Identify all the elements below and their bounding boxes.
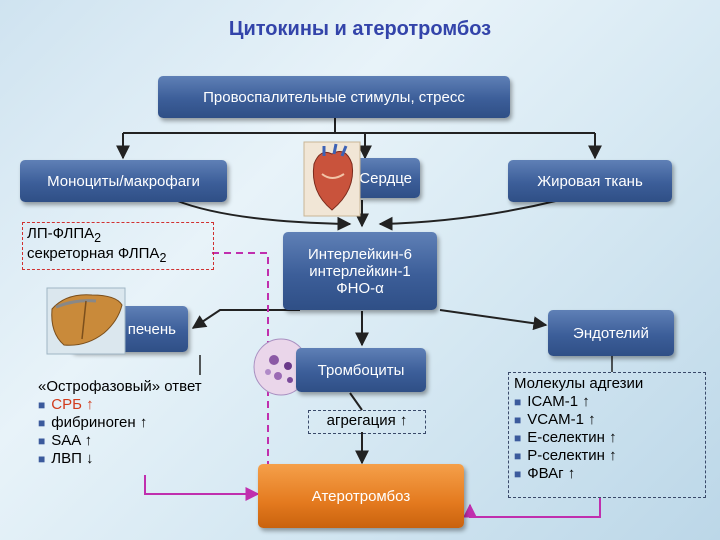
square-bullet-icon: ■ [38,434,46,448]
heart-illustration-icon [303,141,361,217]
lp-flpa-line2: секреторная ФЛПА2 [27,245,167,265]
adhesion-block: Молекулы адгезии ■ICAM-1 ↑ ■VCAM-1 ↑ ■E-… [514,375,643,483]
square-bullet-icon: ■ [38,416,46,430]
aggregation-label: агрегация ↑ [326,412,408,429]
liver-label: печень [127,320,176,338]
line-acute-atherothrombosis [144,475,260,501]
square-bullet-icon: ■ [514,449,522,463]
cytokine-tnf: ФНО-α [336,279,384,297]
acute-item-hdl: ■ЛВП ↓ [38,450,94,467]
monocytes-label: Моноциты/макрофаги [47,172,200,190]
adhesion-box [508,372,706,498]
adhesion-heading: Молекулы адгезии [514,375,644,392]
endothelium-label: Эндотелий [573,324,649,342]
acute-phase-heading: «Острофазовый» ответ [38,378,202,395]
cytokine-il6: Интерлейкин-6 [308,245,412,263]
adhesion-item-p-selectin: ■P-селектин ↑ [514,447,617,464]
square-bullet-icon: ■ [514,431,522,445]
curve-monocytes-cytokines [174,199,352,231]
monocytes-box: Моноциты/макрофаги [20,160,227,202]
adhesion-item-icam: ■ICAM-1 ↑ [514,393,590,410]
platelets-label: Тромбоциты [317,361,405,379]
adhesion-item-vwf: ■ФВАг ↑ [514,465,576,482]
line-adhesion-atherothrombosis [463,497,601,518]
square-bullet-icon: ■ [38,398,46,412]
liver-illustration-icon [46,287,126,355]
atherothrombosis-label: Атеротромбоз [311,487,411,505]
cytokine-il1: интерлейкин-1 [309,262,411,280]
cytokines-box: Интерлейкин-6 интерлейкин-1 ФНО-α [283,232,437,310]
line-cytokines-endothelium [439,309,548,331]
acute-item-saa: ■SAA ↑ [38,432,93,449]
lp-flpa-line1: ЛП-ФЛПА2 [27,225,102,245]
line-platelets-aggregation [349,392,363,411]
aggregation-box [308,410,426,434]
acute-item-fibrinogen: ■фибриноген ↑ [38,414,148,431]
line-cytokines-liver [191,309,300,329]
platelets-box: Тромбоциты [296,348,426,392]
stimuli-box: Провоспалительные стимулы, стресс [158,76,510,118]
adhesion-item-e-selectin: ■E-селектин ↑ [514,429,617,446]
square-bullet-icon: ■ [514,467,522,481]
adhesion-item-vcam: ■VCAM-1 ↑ [514,411,596,428]
square-bullet-icon: ■ [38,452,46,466]
acute-item-crp: ■СРБ ↑ [38,396,94,413]
lp-flpa-text: ЛП-ФЛПА2 секреторная ФЛПА2 [27,225,166,267]
endothelium-box: Эндотелий [548,310,674,356]
atherothrombosis-box: Атеротромбоз [258,464,464,528]
stimuli-label: Провоспалительные стимулы, стресс [203,88,465,106]
fat-label: Жировая ткань [537,172,643,190]
heart-label: Сердце [359,169,412,187]
square-bullet-icon: ■ [514,413,522,427]
platelet-illustration-icon [253,338,309,396]
acute-phase-block: «Острофазовый» ответ ■СРБ ↑ ■фибриноген … [38,378,202,468]
lp-flpa-box [22,222,214,270]
square-bullet-icon: ■ [514,395,522,409]
dashed-lp-atherothrombosis [212,252,275,490]
curve-fat-cytokines [378,199,561,231]
fat-box: Жировая ткань [508,160,672,202]
page-title: Цитокины и атеротромбоз [228,18,492,40]
